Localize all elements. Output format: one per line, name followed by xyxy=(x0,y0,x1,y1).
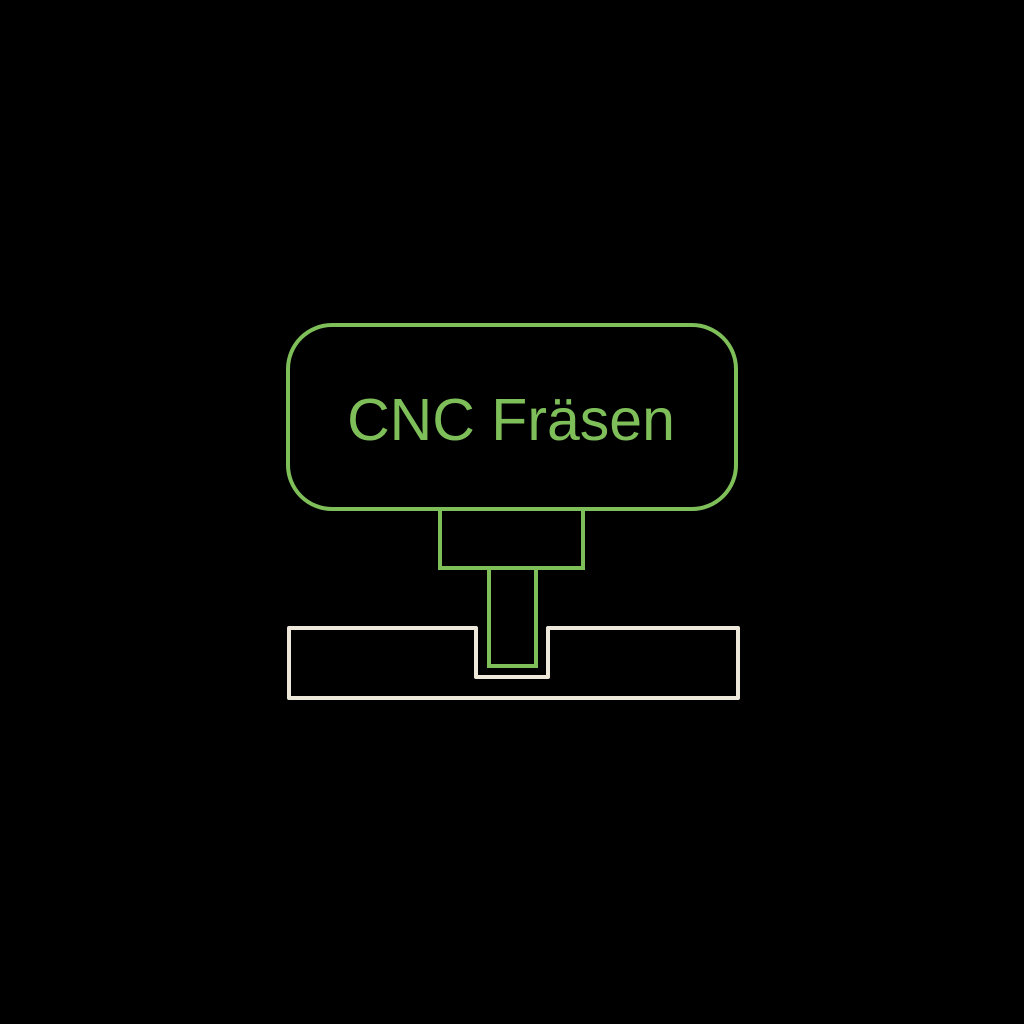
milling-cutter-icon xyxy=(487,566,538,668)
logo-label: CNC Fräsen xyxy=(347,387,675,453)
workpiece-icon xyxy=(287,626,740,700)
